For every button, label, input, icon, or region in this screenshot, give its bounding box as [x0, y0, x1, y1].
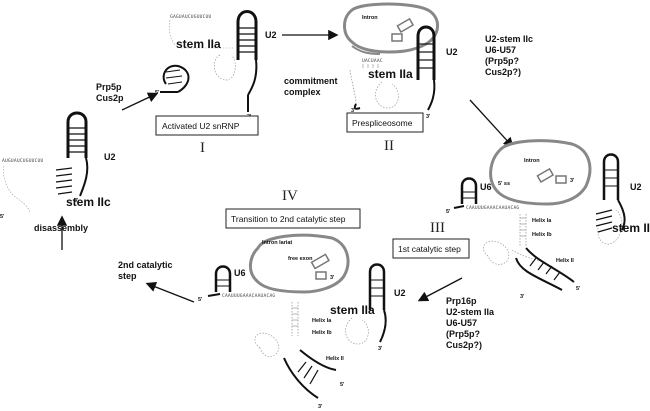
prespliceosome-box: Prespliceosome — [346, 112, 424, 133]
u6-sequence-iii: CAAUUUGAAACAAUACAG — [466, 205, 519, 211]
first-catalytic-step-box: 1st catalytic step — [392, 238, 470, 259]
factor-prp5p-q-2: (Prp5p? — [446, 329, 480, 339]
intron-blob — [343, 2, 439, 54]
helix-ia-label-iv: Helix Ia — [312, 318, 332, 324]
five-prime-iii: 5' — [576, 286, 581, 292]
factor-u2-stem-iic: U2-stem IIc — [485, 34, 533, 44]
helix-ib-label-iv: Helix Ib — [312, 330, 332, 336]
stem-iia-label-ii: stem IIa — [368, 67, 413, 81]
u6-label-iii: U6 — [480, 182, 492, 192]
stem-iia-label: stem IIa — [176, 37, 221, 51]
five-ss-label: 5' ss — [498, 181, 510, 187]
three-prime-iv: 3' — [318, 404, 323, 410]
three-prime-exon-iv: 3' — [330, 275, 335, 281]
stage-iv-transition: Intron lariat free exon 3' U6 5' CAAUUUG… — [198, 233, 406, 410]
factor-cus2p-q-2: Cus2p?) — [446, 340, 482, 350]
free-exon-label: free exon — [288, 256, 313, 262]
three-prime-left: 3' — [74, 198, 79, 204]
five-prime-iv: 5' — [340, 382, 345, 388]
stage-roman-i: I — [200, 140, 205, 156]
stage-roman-ii: II — [384, 138, 394, 154]
five-prime-label: 5' — [155, 90, 160, 96]
arrow-to-stage-i — [121, 92, 159, 111]
u2-sequence-text: GAGUAUCUGUUCUU — [170, 14, 212, 20]
intron-label-iii: Intron — [524, 158, 540, 164]
three-prime-iii: 3' — [520, 294, 525, 300]
transition-box: Transition to 2nd catalytic step — [225, 208, 361, 229]
factor-u2-stem-iia: U2-stem IIa — [446, 307, 495, 317]
u2-label: U2 — [265, 30, 277, 40]
helix-ia-label-iii: Helix Ia — [532, 218, 552, 224]
intron-blob-iii — [489, 139, 592, 206]
stem-iia-label-iv: stem IIa — [330, 303, 375, 317]
stem-iic-label-left: stem IIc — [66, 195, 111, 209]
u6-sequence-iv: CAAUUUGAAACAAUACAG — [222, 293, 275, 299]
stage-roman-iv: IV — [282, 188, 298, 204]
stage-iii-first-step: Intron 5' ss 3' U6 5' CAAUUUGAAACAAUACAG… — [446, 139, 650, 300]
prespliceosome-box-label: Prespliceosome — [352, 118, 413, 128]
factor-cus2p: Cus2p — [96, 93, 124, 103]
branch-sequence-ii: UACUAAC — [362, 58, 383, 64]
intron-lariat-label: Intron lariat — [262, 240, 292, 246]
activated-u2-snrnp-box: Activated U2 snRNP — [155, 115, 259, 136]
arrow-to-stage-iii — [469, 99, 514, 148]
u6-label-iv: U6 — [234, 268, 246, 278]
three-prime-intron-iii: 3' — [570, 178, 575, 184]
three-prime-u2-iv: 3' — [378, 346, 383, 352]
factor-u6-u57-2: U6-U57 — [446, 318, 477, 328]
arrow-to-stage-iv — [417, 277, 463, 302]
stem-iic-label-iii: stem IIc — [612, 221, 650, 235]
second-step-line-1: 2nd catalytic — [118, 260, 173, 270]
u2-label-ii: U2 — [446, 47, 458, 57]
second-step-line-2: step — [118, 271, 137, 281]
intron-lariat-blob — [249, 233, 350, 294]
arrow-to-disassembly — [145, 281, 195, 303]
factor-prp16p: Prp16p — [446, 296, 477, 306]
stage-i-u2-snrnp: 3' GAGUAUCUGUUCUU stem IIa U2 5' — [155, 10, 277, 120]
helix-ib-label-iii: Helix Ib — [532, 232, 552, 238]
factor-prp5p-q: (Prp5p? — [485, 56, 519, 66]
first-step-box-label: 1st catalytic step — [398, 244, 461, 254]
stage-ii-prespliceosome: Intron UACUAAC stem IIa 3' 3' U2 — [343, 2, 458, 120]
commitment-line-1: commitment — [284, 76, 338, 86]
left-u2-stem-iic: U2 AUGUAUCUGUUCUU stem IIc 3' 5' — [0, 111, 116, 220]
five-prime-left: 5' — [0, 214, 5, 220]
five-prime-u6-iii: 5' — [446, 209, 451, 215]
u2-label-iv: U2 — [394, 288, 406, 298]
u2-sequence-left: AUGUAUCUGUUCUU — [2, 158, 44, 164]
intron-label: Intron — [362, 15, 378, 21]
three-prime-ii: 3' — [351, 108, 356, 114]
factor-cus2p-q: Cus2p?) — [485, 67, 521, 77]
helix-ii-label-iv: Helix II — [326, 356, 344, 362]
five-prime-u6-iv: 5' — [198, 297, 203, 303]
activated-box-label: Activated U2 snRNP — [162, 121, 240, 131]
commitment-line-2: complex — [284, 87, 321, 97]
three-prime-u2-ii: 3' — [426, 114, 431, 120]
disassembly-label: disassembly — [34, 223, 88, 233]
factor-prp5p: Prp5p — [96, 82, 122, 92]
factor-u6-u57: U6-U57 — [485, 45, 516, 55]
u2-label-left: U2 — [104, 152, 116, 162]
helix-ii-label-iii: Helix II — [556, 258, 574, 264]
transition-box-label: Transition to 2nd catalytic step — [231, 214, 346, 224]
u2-label-iii: U2 — [630, 182, 642, 192]
stage-roman-iii: III — [430, 220, 445, 236]
